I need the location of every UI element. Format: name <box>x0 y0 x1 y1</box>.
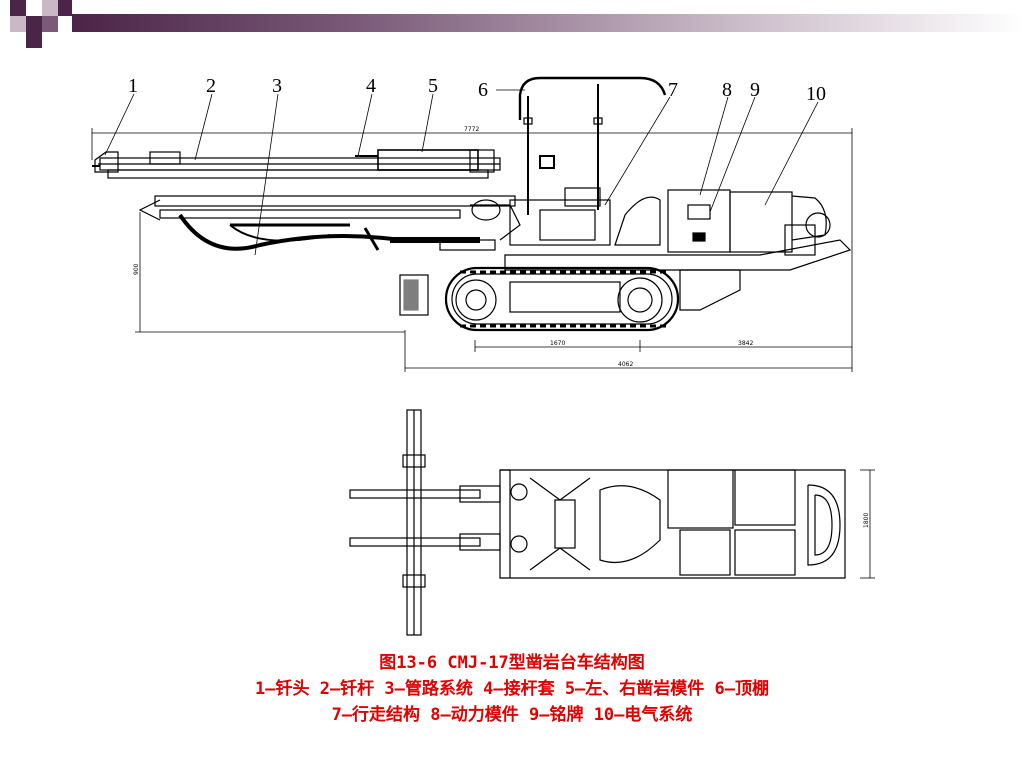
header-decoration <box>0 0 1024 48</box>
dim-width: 1800 <box>863 513 870 528</box>
caption-legend-line-1: 1—钎头 2—钎杆 3—管路系统 4—接杆套 5—左、右凿岩模件 6—顶棚 <box>255 679 769 699</box>
callout-9: 9 <box>750 79 760 101</box>
callout-1: 1 <box>128 75 138 97</box>
deco-square <box>26 32 42 48</box>
dim-track-length: 1670 <box>550 340 565 347</box>
callout-3: 3 <box>272 75 282 97</box>
figure-caption: 图13-6 CMJ-17型凿岩台车结构图 1—钎头 2—钎杆 3—管路系统 4—… <box>0 650 1024 728</box>
deco-square <box>10 0 26 16</box>
dim-rear-length: 3842 <box>738 340 753 347</box>
deco-square <box>26 16 42 32</box>
dim-overall-length: 7772 <box>464 126 479 133</box>
drill-rig-drawing: 1 2 3 4 5 6 7 8 9 10 7772 900 1670 3842 … <box>91 75 875 636</box>
caption-title: 图13-6 CMJ-17型凿岩台车结构图 <box>379 653 645 673</box>
callout-8: 8 <box>722 79 732 101</box>
dim-total-base: 4062 <box>618 361 633 368</box>
header-gradient-bar <box>72 14 1024 32</box>
deco-square <box>42 16 58 32</box>
deco-square <box>10 16 26 32</box>
callout-4: 4 <box>366 75 376 97</box>
deco-square <box>10 32 26 48</box>
callout-5: 5 <box>428 75 438 97</box>
dim-height: 900 <box>133 263 140 275</box>
deco-square <box>58 0 72 16</box>
callout-2: 2 <box>206 75 216 97</box>
callout-6: 6 <box>478 79 488 101</box>
callout-7: 7 <box>668 79 678 101</box>
deco-square <box>42 0 58 16</box>
callout-10: 10 <box>806 83 826 105</box>
caption-legend-line-2: 7—行走结构 8—动力模件 9—铭牌 10—电气系统 <box>331 705 693 725</box>
